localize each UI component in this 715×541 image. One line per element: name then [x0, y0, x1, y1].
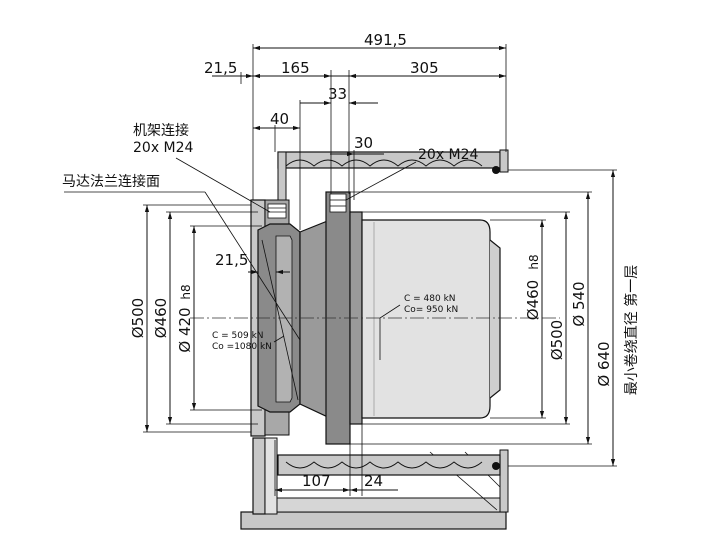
label-drum-bolts: 20x M24	[418, 147, 479, 163]
top-dimensions: 491,5 21,5 165 305 33 40 30	[204, 31, 507, 230]
dim-491-5: 491,5	[364, 31, 407, 49]
right-co-rating: Co= 950 kN	[404, 305, 458, 315]
drum-bottom	[277, 454, 501, 476]
dim-40: 40	[270, 110, 289, 128]
drum-top	[277, 149, 509, 205]
right-diameters: Ø460 h8 Ø500 Ø 540 Ø 640 最小卷绕直径 第一层	[350, 169, 640, 467]
dim-21-5-top: 21,5	[204, 59, 237, 77]
dim-24: 24	[364, 472, 383, 490]
right-c-rating: C = 480 kN	[404, 294, 456, 304]
dim-305: 305	[410, 59, 439, 77]
dia-640-right: Ø 640	[595, 341, 613, 386]
dia-540-right: Ø 540	[570, 281, 588, 326]
dim-21-5-flange: 21,5	[215, 251, 248, 269]
flange-thickness-dim: 21,5	[215, 251, 290, 275]
dim-30: 30	[354, 134, 373, 152]
label-motor-flange-face: 马达法兰连接面	[62, 173, 160, 190]
label-frame-connection: 机架连接	[133, 122, 189, 139]
dia-500-right: Ø500	[548, 320, 566, 360]
dim-107: 107	[302, 472, 331, 490]
dia-460-left: Ø460	[152, 298, 170, 338]
fit-h8-left: h8	[179, 284, 193, 299]
left-co-rating: Co =1080 kN	[212, 342, 272, 352]
callouts: 机架连接 20x M24 马达法兰连接面 20x M24	[62, 122, 479, 341]
dim-165: 165	[281, 59, 310, 77]
bottom-dimensions: 107 24	[274, 424, 398, 496]
label-min-drum-diameter: 最小卷绕直径 第一层	[623, 265, 640, 395]
dia-420-left: Ø 420	[176, 307, 194, 352]
load-ratings: C = 509 kN Co =1080 kN C = 480 kN Co= 95…	[212, 294, 458, 360]
dia-460-right: Ø460	[524, 280, 542, 320]
base-frame	[240, 437, 509, 530]
left-c-rating: C = 509 kN	[212, 331, 264, 341]
left-diameters: Ø500 Ø460 Ø 420 h8	[129, 204, 262, 433]
fit-h8-right: h8	[527, 254, 541, 269]
dim-33: 33	[328, 85, 347, 103]
dia-500-left: Ø500	[129, 298, 147, 338]
label-frame-bolts: 20x M24	[133, 140, 194, 156]
